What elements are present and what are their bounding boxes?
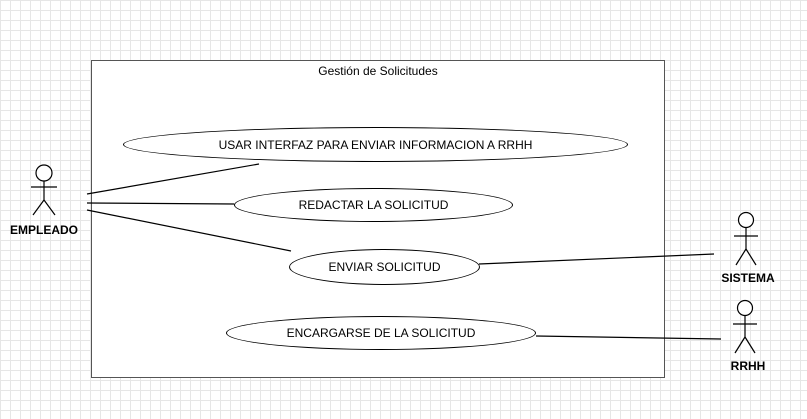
association-empleado-uc3	[86, 209, 292, 252]
use-case-redactar-solicitud[interactable]: REDACTAR LA SOLICITUD	[234, 188, 513, 222]
use-case-enviar-solicitud[interactable]: ENVIAR SOLICITUD	[289, 249, 480, 285]
actor-empleado-label: EMPLEADO	[9, 223, 78, 237]
association-empleado-uc2	[86, 202, 235, 205]
actor-rrhh-label: RRHH	[730, 359, 766, 373]
system-title: Gestión de Solicitudes	[318, 64, 438, 78]
association-uc3-sistema	[478, 253, 715, 265]
actor-rrhh-figure[interactable]	[733, 299, 757, 354]
actor-sistema-label: SISTEMA	[721, 271, 775, 285]
association-uc4-rrhh	[535, 335, 722, 340]
use-case-usar-interfaz[interactable]: USAR INTERFAZ PARA ENVIAR INFORMACION A …	[123, 127, 628, 162]
association-empleado-uc1	[86, 163, 260, 195]
actor-empleado-figure[interactable]	[31, 164, 57, 216]
use-case-encargarse-solicitud[interactable]: ENCARGARSE DE LA SOLICITUD	[226, 316, 536, 350]
actor-sistema-figure[interactable]	[734, 211, 758, 266]
